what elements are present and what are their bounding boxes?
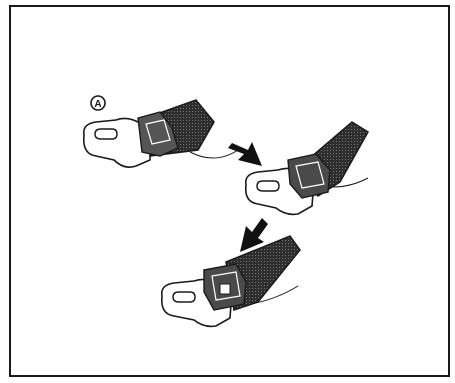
- stage-1-assembly: A: [82, 95, 239, 168]
- tongue-slot: [172, 291, 196, 303]
- clip-window: [219, 283, 231, 295]
- direction-arrow-icon: [228, 142, 262, 166]
- webbing-edge: [189, 149, 239, 159]
- step-marker-circle: [90, 95, 106, 111]
- direction-arrow-icon: [240, 218, 268, 252]
- step-marker-label: A: [94, 99, 101, 110]
- tongue-slot: [256, 180, 280, 192]
- tongue-slot: [94, 128, 118, 140]
- webbing-edge: [249, 285, 299, 305]
- stage-3-assembly: [160, 235, 301, 328]
- stage-2-assembly: [244, 121, 370, 216]
